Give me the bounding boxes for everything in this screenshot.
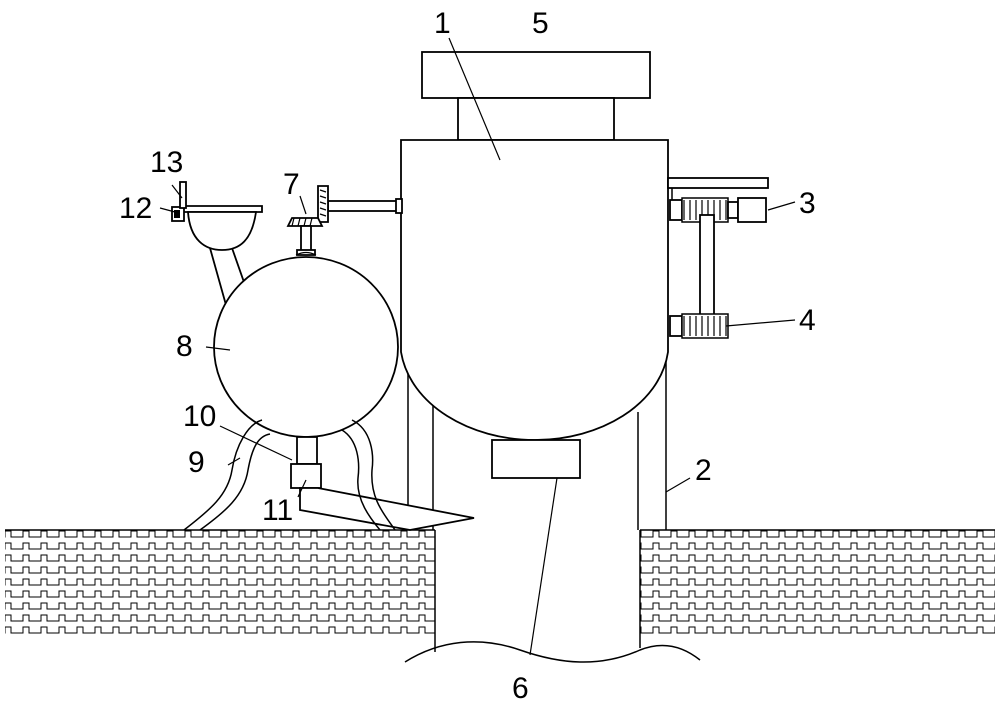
bevel-gear-7 [286, 185, 329, 256]
chain-drive [667, 177, 769, 339]
part-labels: 1 2 3 4 5 6 7 8 9 10 11 12 13 [119, 7, 816, 705]
label-12: 12 [119, 192, 152, 225]
label-8: 8 [176, 330, 193, 363]
label-4: 4 [799, 304, 816, 337]
discharge-chute-11 [290, 436, 475, 531]
label-1: 1 [434, 7, 451, 40]
label-13: 13 [150, 146, 183, 179]
label-9: 9 [188, 446, 205, 479]
support-frame [407, 350, 667, 530]
top-motor-5 [421, 51, 651, 141]
main-tank-1 [400, 139, 669, 441]
label-5: 5 [532, 7, 549, 40]
ground [5, 529, 995, 638]
label-6: 6 [512, 672, 529, 705]
label-7: 7 [283, 168, 300, 201]
label-3: 3 [799, 187, 816, 220]
outlet-6 [491, 439, 581, 479]
hose-9 [183, 419, 271, 531]
handle-13 [179, 181, 187, 209]
label-10: 10 [183, 400, 216, 433]
sphere-vessel-8 [213, 256, 399, 438]
hose-10 [341, 419, 396, 531]
foundation-pit [404, 530, 701, 663]
label-2: 2 [695, 454, 712, 487]
label-11: 11 [262, 494, 293, 527]
shaft-left [327, 198, 403, 214]
leader-lines [159, 37, 796, 656]
